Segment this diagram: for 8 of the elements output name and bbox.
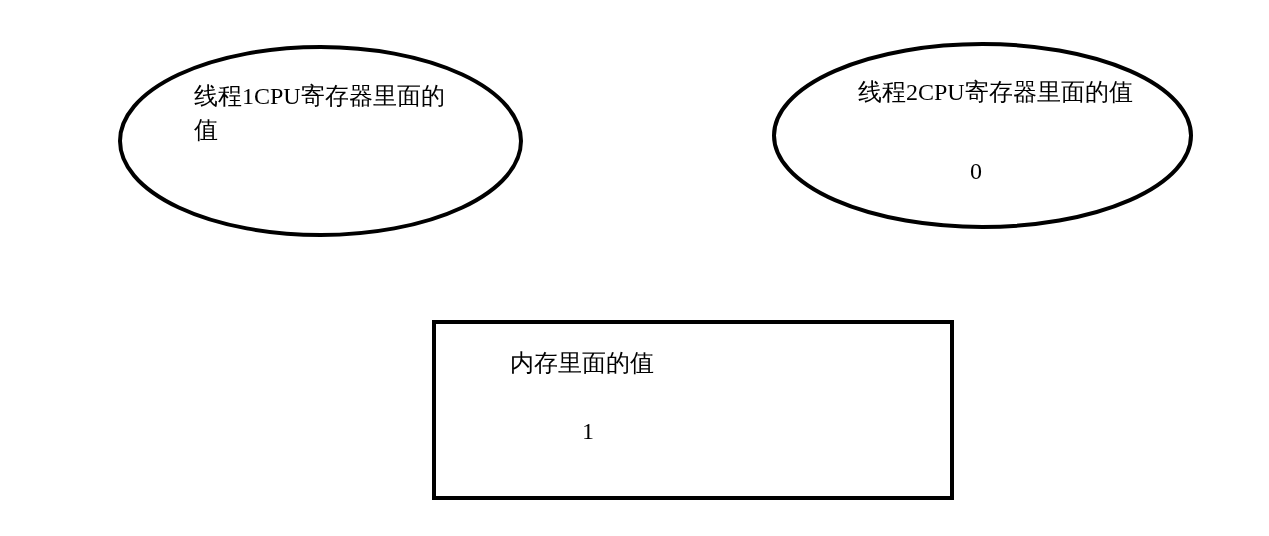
value-text: 1 xyxy=(582,417,595,446)
node-label: 内存里面的值 xyxy=(510,349,655,378)
node-label: 线程2CPU寄存器里面的值 xyxy=(858,78,1134,107)
ellipse-node xyxy=(118,45,523,237)
ellipse-node xyxy=(772,42,1193,229)
value-text: 0 xyxy=(970,157,983,186)
node-label: 线程1CPU寄存器里面的值 xyxy=(194,82,446,145)
rectangle-box xyxy=(432,320,954,500)
